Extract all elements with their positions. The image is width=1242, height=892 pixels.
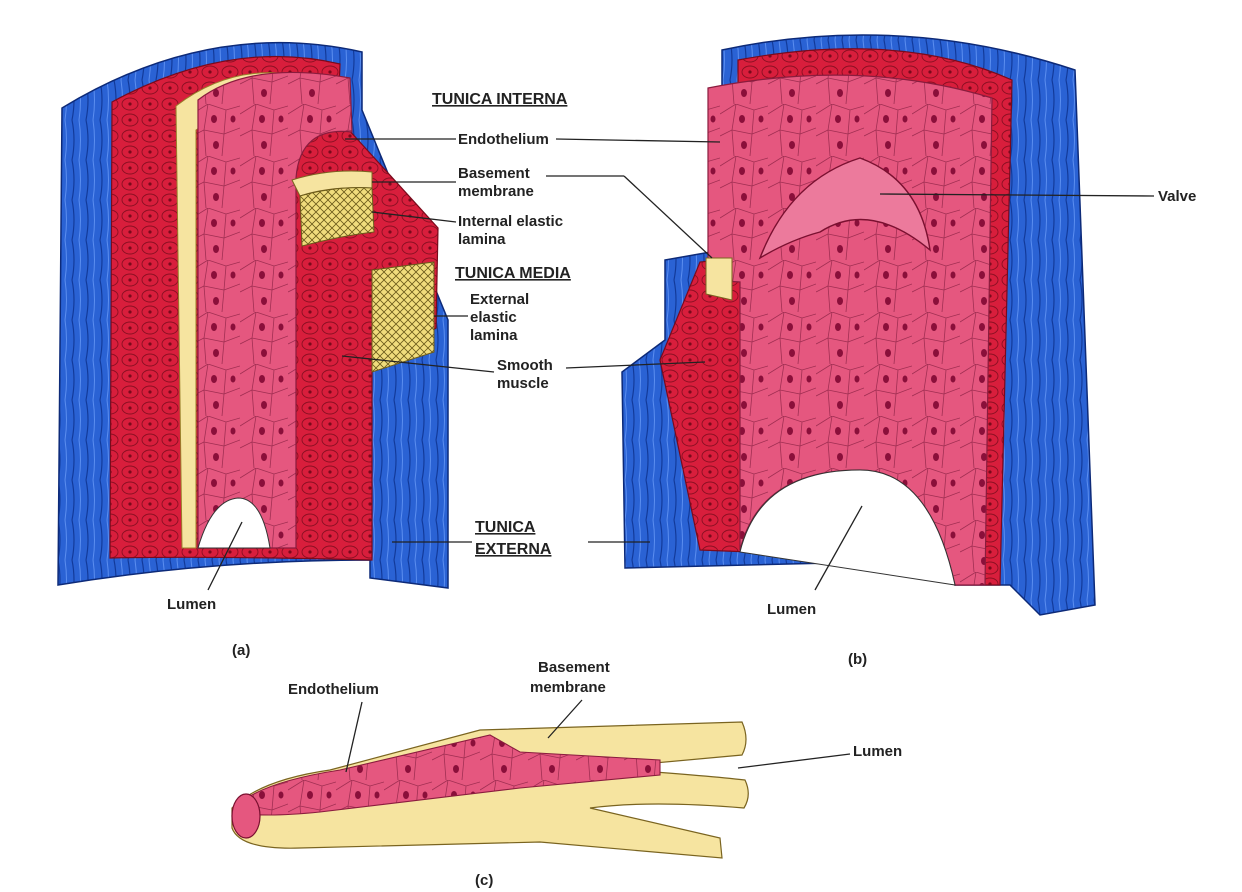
capillary-end-opening [232, 794, 260, 838]
label-endothelium-c: Endothelium [288, 681, 379, 698]
vein-illustration [622, 35, 1095, 615]
capillary-illustration [232, 722, 748, 858]
label-basement-c-line1: Basement [538, 659, 610, 676]
label-smooth-line1: Smooth [497, 357, 553, 374]
heading-tunica-externa-line2: EXTERNA [475, 541, 552, 558]
heading-tunica-media: TUNICA MEDIA [455, 265, 571, 282]
panel-label-b: (b) [848, 651, 867, 668]
label-internal-line2: lamina [458, 231, 506, 248]
label-smooth-line2: muscle [497, 375, 549, 392]
panel-label-a: (a) [232, 642, 250, 659]
label-internal-line1: Internal elastic [458, 213, 563, 230]
label-lumen-a: Lumen [167, 596, 216, 613]
label-basement-line2: membrane [458, 183, 534, 200]
leader-lumen-c [738, 754, 850, 768]
leader-endothelium-b [556, 139, 720, 142]
heading-tunica-externa-line1: TUNICA [475, 519, 536, 536]
label-lumen-b: Lumen [767, 601, 816, 618]
label-external-line3: lamina [470, 327, 518, 344]
label-external-line2: elastic [470, 309, 517, 326]
label-basement-c-line2: membrane [530, 679, 606, 696]
leader-basement-b2 [624, 176, 712, 258]
panel-label-c: (c) [475, 872, 493, 889]
artery-external-mesh [372, 262, 434, 372]
label-lumen-c: Lumen [853, 743, 902, 760]
vein-basement-strip [706, 258, 732, 300]
label-external-line1: External [470, 291, 529, 308]
heading-tunica-interna: TUNICA INTERNA [432, 91, 568, 108]
artery-illustration [58, 43, 448, 588]
label-basement-line1: Basement [458, 165, 530, 182]
label-valve: Valve [1158, 188, 1196, 205]
label-endothelium: Endothelium [458, 131, 549, 148]
